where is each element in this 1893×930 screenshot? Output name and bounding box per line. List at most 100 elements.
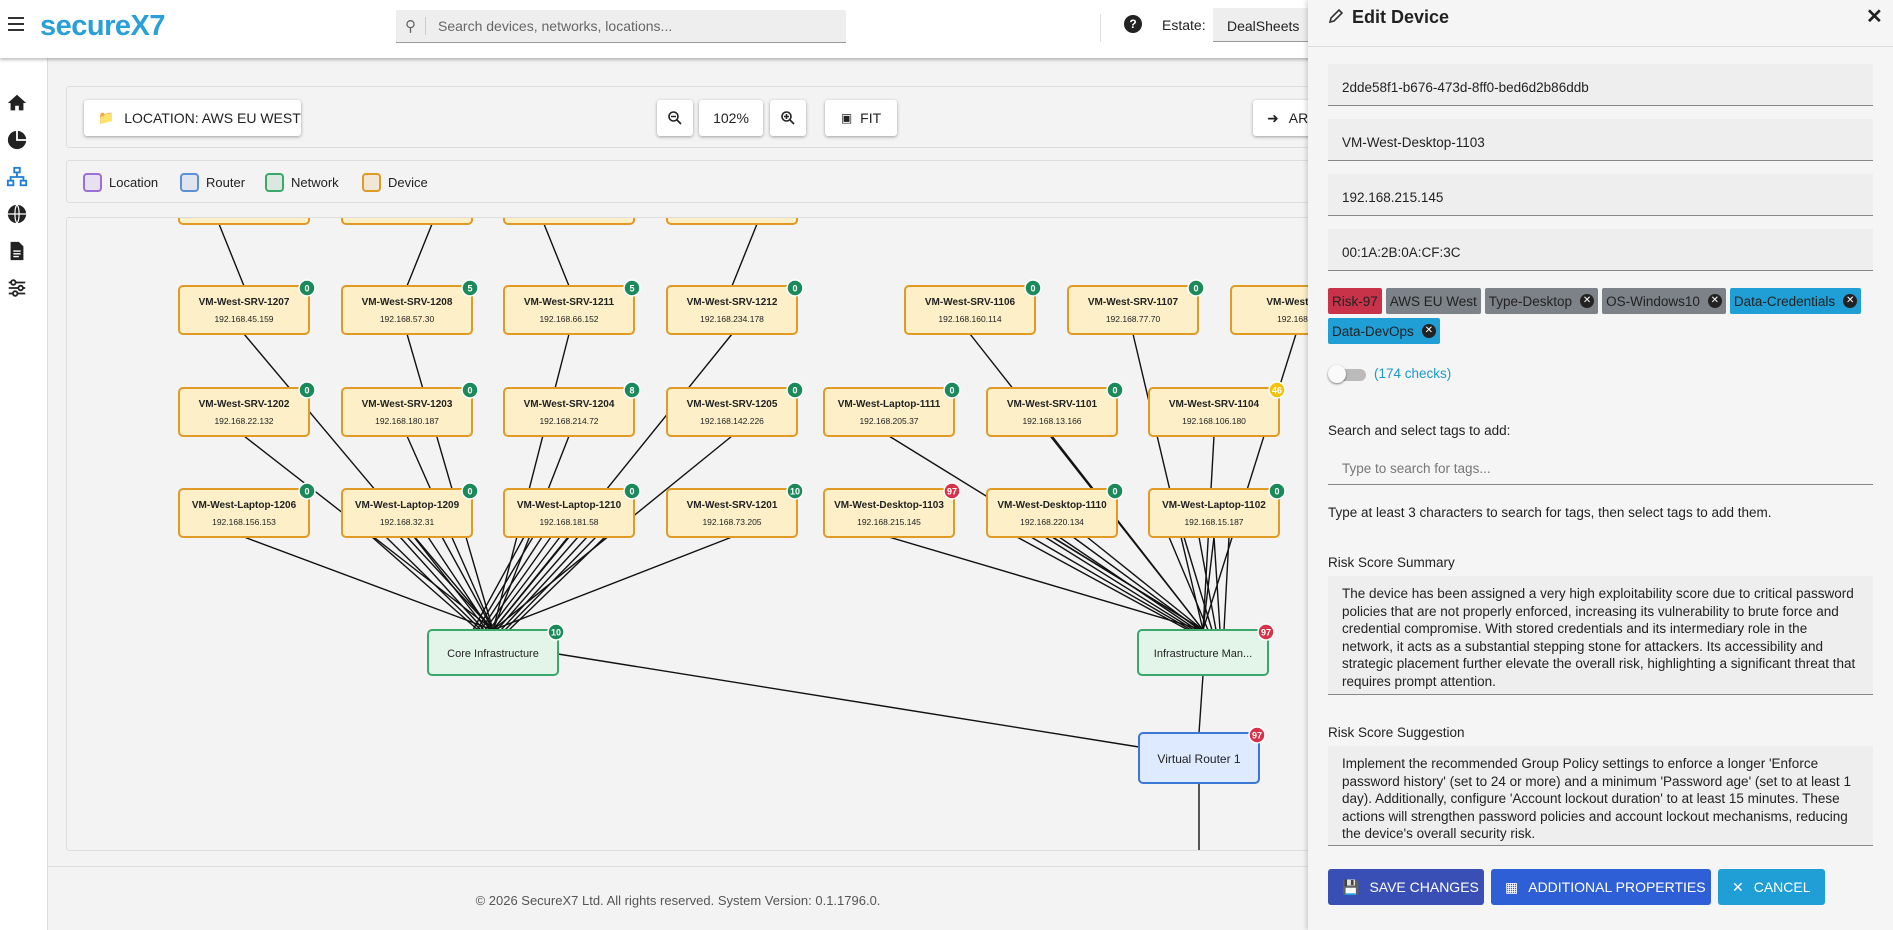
svg-text:0: 0 bbox=[304, 284, 309, 294]
home-icon[interactable] bbox=[6, 92, 28, 114]
device-node-partial[interactable] bbox=[341, 218, 473, 225]
ip-address-field[interactable]: 192.168.215.145 bbox=[1328, 174, 1873, 216]
risk-score-badge: 0 bbox=[298, 381, 316, 399]
legend-label: Network bbox=[291, 175, 339, 190]
remove-tag-icon[interactable]: ✕ bbox=[1843, 294, 1858, 308]
tag-chip[interactable]: AWS EU West bbox=[1385, 288, 1481, 314]
device-name: VM-West-SRV-1101 bbox=[1007, 399, 1098, 410]
checks-count-link[interactable]: (174 checks) bbox=[1374, 366, 1452, 381]
device-name: VM-West-SRV-1211 bbox=[524, 297, 615, 308]
tag-chip[interactable]: OS-Windows10✕ bbox=[1602, 288, 1726, 314]
network-map-icon[interactable] bbox=[6, 166, 28, 188]
save-changes-button[interactable]: 💾 SAVE CHANGES bbox=[1328, 869, 1484, 905]
graph-toolbar: 📁 LOCATION: AWS EU WEST 102% ▣ FIT ➜ AR bbox=[66, 86, 1343, 148]
mac-address-field[interactable]: 00:1A:2B:0A:CF:3C bbox=[1328, 229, 1873, 271]
graph-edge bbox=[504, 536, 597, 631]
legend-label: Location bbox=[109, 175, 159, 190]
zoom-in-icon bbox=[781, 111, 795, 125]
risk-score-badge: 0 bbox=[461, 381, 479, 399]
svg-text:0: 0 bbox=[467, 386, 472, 396]
graph-edge bbox=[413, 536, 488, 631]
tag-chip[interactable]: Data-Credentials✕ bbox=[1729, 288, 1862, 314]
tag-chip[interactable]: Type-Desktop✕ bbox=[1484, 288, 1599, 314]
hamburger-menu-icon[interactable] bbox=[8, 17, 24, 31]
graph-edge bbox=[243, 536, 494, 631]
svg-text:0: 0 bbox=[1112, 386, 1117, 396]
legend-item-router: Router bbox=[180, 173, 245, 192]
risk-score-badge: 0 bbox=[1187, 279, 1205, 297]
fit-button[interactable]: ▣ FIT bbox=[825, 100, 897, 136]
tag-search-input[interactable]: Type to search for tags... bbox=[1328, 453, 1873, 485]
network-graph[interactable]: VM-West-SRV-1207192.168.45.1590VM-West-S… bbox=[67, 218, 1336, 851]
zoom-level[interactable]: 102% bbox=[699, 100, 763, 136]
graph-edge bbox=[888, 536, 1204, 631]
sliders-icon[interactable] bbox=[6, 277, 28, 299]
globe-icon[interactable] bbox=[6, 203, 28, 225]
svg-text:97: 97 bbox=[1261, 628, 1271, 638]
device-node-partial[interactable] bbox=[178, 218, 310, 225]
legend-swatch bbox=[362, 173, 381, 192]
svg-text:97: 97 bbox=[1252, 731, 1262, 741]
device-node-partial[interactable] bbox=[666, 218, 798, 225]
remove-tag-icon[interactable]: ✕ bbox=[1707, 294, 1722, 308]
graph-edge bbox=[441, 536, 494, 631]
cancel-button[interactable]: ✕ CANCEL bbox=[1718, 869, 1825, 905]
cancel-label: CANCEL bbox=[1753, 879, 1811, 895]
estate-select[interactable]: DealSheets bbox=[1213, 8, 1313, 42]
location-button[interactable]: 📁 LOCATION: AWS EU WEST bbox=[84, 100, 301, 136]
svg-text:0: 0 bbox=[629, 487, 634, 497]
global-search[interactable]: ⚲ bbox=[396, 10, 846, 43]
device-id-field[interactable]: 2dde58f1-b676-473d-8ff0-bed6d2b86ddb bbox=[1328, 64, 1873, 106]
tag-chip[interactable]: Data-DevOps✕ bbox=[1328, 318, 1440, 344]
svg-text:0: 0 bbox=[304, 386, 309, 396]
checks-toggle[interactable] bbox=[1328, 365, 1368, 383]
legend-label: Device bbox=[388, 175, 428, 190]
device-ip: 192.168.1 bbox=[1277, 314, 1315, 324]
pie-chart-icon[interactable] bbox=[6, 129, 28, 151]
risk-score-badge: 0 bbox=[461, 482, 479, 500]
help-icon[interactable]: ? bbox=[1124, 15, 1142, 33]
zoom-in-button[interactable] bbox=[770, 100, 806, 136]
close-icon[interactable]: ✕ bbox=[1866, 6, 1883, 28]
search-input[interactable] bbox=[426, 18, 826, 34]
device-node-partial[interactable] bbox=[503, 218, 635, 225]
additional-label: ADDITIONAL PROPERTIES bbox=[1528, 879, 1706, 895]
app-logo[interactable]: secureX7 bbox=[40, 4, 166, 48]
document-icon[interactable] bbox=[6, 240, 28, 262]
remove-tag-icon[interactable]: ✕ bbox=[1421, 324, 1436, 338]
risk-summary-textarea[interactable]: The device has been assigned a very high… bbox=[1328, 576, 1873, 695]
remove-tag-icon[interactable]: ✕ bbox=[1580, 294, 1595, 308]
router-node[interactable]: Virtual Router 1 bbox=[1138, 732, 1260, 784]
device-name-field[interactable]: VM-West-Desktop-1103 bbox=[1328, 119, 1873, 161]
risk-suggestion-textarea[interactable]: Implement the recommended Group Policy s… bbox=[1328, 746, 1873, 846]
network-node[interactable]: Core Infrastructure bbox=[427, 629, 559, 676]
graph-edge bbox=[543, 223, 570, 287]
svg-text:0: 0 bbox=[467, 487, 472, 497]
zoom-out-button[interactable] bbox=[657, 100, 693, 136]
pencil-icon bbox=[1328, 8, 1344, 24]
tag-chip[interactable]: Risk-97 bbox=[1328, 288, 1382, 314]
network-node[interactable]: Infrastructure Man... bbox=[1137, 629, 1269, 676]
additional-properties-button[interactable]: ▦ ADDITIONAL PROPERTIES bbox=[1491, 869, 1711, 905]
